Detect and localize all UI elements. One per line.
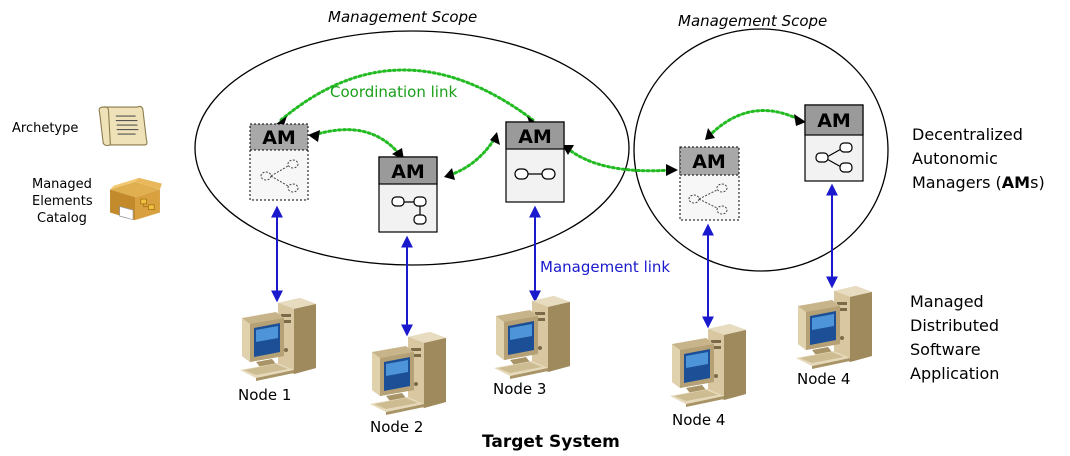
fan-out-icon bbox=[688, 183, 728, 215]
managers-description-line-3: Managers (AMs) bbox=[912, 173, 1045, 192]
am-label: AM bbox=[518, 126, 552, 148]
am-label: AM bbox=[391, 161, 425, 183]
application-description-line-2: Distributed bbox=[910, 316, 999, 335]
management-scope-label-left: Management Scope bbox=[328, 8, 477, 26]
coordination-link-am1-am3 bbox=[279, 68, 535, 122]
application-description-line-1: Managed bbox=[910, 292, 984, 311]
node-4b-label: Node 4 bbox=[797, 370, 850, 388]
node-2-computer-icon bbox=[370, 332, 446, 415]
management-scope-label-right: Management Scope bbox=[678, 12, 827, 30]
autonomic-manager-2[interactable]: AM bbox=[378, 156, 438, 233]
application-description-line-4: Application bbox=[910, 364, 999, 383]
am-label: AM bbox=[692, 151, 726, 173]
coordination-link-am1-am2 bbox=[312, 128, 402, 157]
management-scope-right bbox=[633, 28, 889, 272]
node-1-label: Node 1 bbox=[238, 386, 291, 404]
autonomic-manager-5[interactable]: AM bbox=[804, 104, 864, 182]
autonomic-manager-3[interactable]: AM bbox=[505, 121, 565, 203]
coordination-links bbox=[279, 68, 802, 177]
catalog-label-line-2: Elements bbox=[32, 194, 93, 209]
coordination-link-am2-am3 bbox=[448, 136, 497, 177]
management-links bbox=[271, 183, 838, 337]
managers-description-suffix: s) bbox=[1030, 173, 1045, 192]
coordination-arrowheads bbox=[276, 114, 806, 180]
management-link-label: Management link bbox=[540, 258, 670, 276]
node-3-computer-icon bbox=[494, 296, 570, 379]
catalog-label-line-3: Catalog bbox=[37, 211, 87, 226]
archetype-icon bbox=[98, 105, 148, 147]
catalog-label-line-1: Managed bbox=[32, 177, 92, 192]
autonomic-manager-1[interactable]: AM bbox=[249, 123, 309, 201]
node-4-computer-icon bbox=[670, 324, 746, 407]
managers-description-bold: AM bbox=[1002, 173, 1030, 192]
managers-description-line-1: Decentralized bbox=[912, 125, 1023, 144]
fan-out-icon bbox=[260, 159, 299, 193]
managers-description-line-2: Autonomic bbox=[912, 149, 998, 168]
coordination-link-am4-am5 bbox=[707, 109, 802, 138]
tree-icon bbox=[391, 196, 427, 225]
coordination-link-am3-am4 bbox=[565, 146, 674, 173]
managers-description-prefix: Managers ( bbox=[912, 173, 1002, 192]
am-label: AM bbox=[262, 127, 296, 149]
target-system-title: Target System bbox=[482, 432, 620, 452]
fan-out-icon bbox=[815, 142, 853, 173]
node-4-label: Node 4 bbox=[672, 411, 725, 429]
am-label: AM bbox=[817, 110, 851, 132]
chain-icon bbox=[514, 168, 556, 180]
coordination-link-label: Coordination link bbox=[330, 83, 457, 101]
node-3-label: Node 3 bbox=[493, 380, 546, 398]
application-description-line-3: Software bbox=[910, 340, 981, 359]
node-4b-computer-icon bbox=[796, 286, 872, 369]
node-1-computer-icon bbox=[240, 298, 316, 381]
archetype-label: Archetype bbox=[12, 121, 78, 136]
managed-elements-catalog-icon bbox=[109, 177, 163, 221]
node-2-label: Node 2 bbox=[370, 418, 423, 436]
autonomic-manager-4[interactable]: AM bbox=[679, 146, 740, 221]
